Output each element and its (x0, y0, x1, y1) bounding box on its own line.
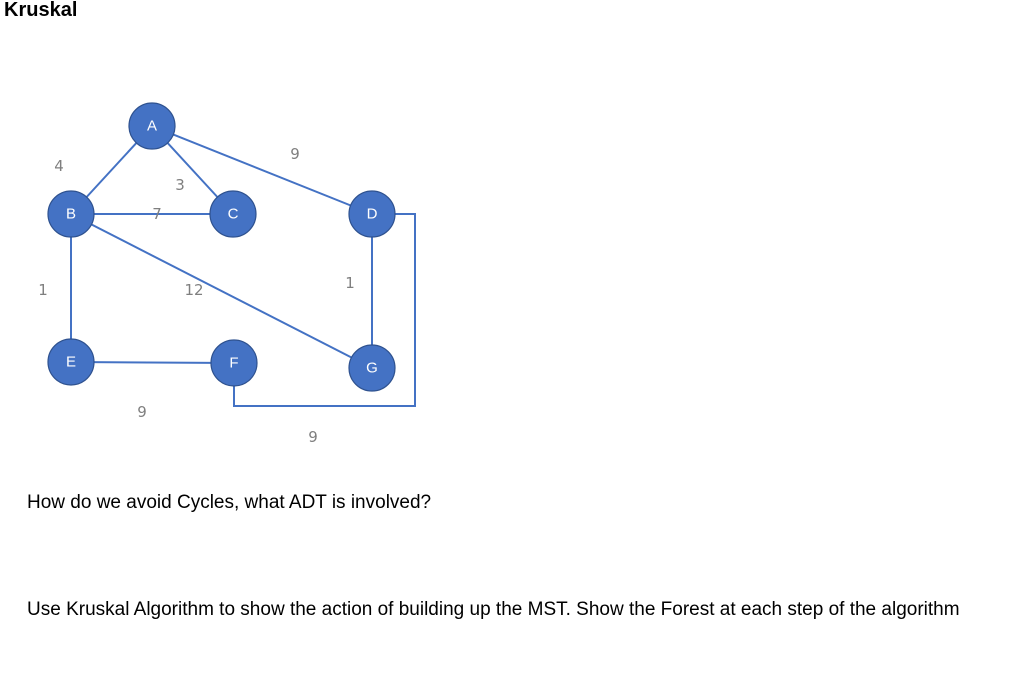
node-label: D (367, 206, 378, 223)
edge-d-f (233, 213, 416, 407)
graph-node-c: C (209, 190, 257, 238)
node-circle (348, 190, 396, 238)
edge-weight-a-d: 9 (290, 145, 300, 163)
page-title: Kruskal (4, 0, 78, 21)
node-circle (209, 190, 257, 238)
node-label: B (66, 206, 76, 223)
instruction-text: Use Kruskal Algorithm to show the action… (27, 599, 960, 620)
node-label: C (228, 206, 239, 223)
node-label: E (66, 354, 76, 371)
edge-weight-a-b: 4 (54, 157, 64, 175)
graph-node-g: G (348, 344, 396, 392)
edge-weight-e-f: 9 (137, 403, 147, 421)
graph-node-e: E (47, 338, 95, 386)
graph-diagram: 4 3 9 7 1 12 1 9 9 A B C D E F G (38, 102, 416, 446)
edge-a-d (151, 125, 373, 215)
graph-node-d: D (348, 190, 396, 238)
edge-weight-d-f: 9 (308, 428, 318, 446)
node-circle (47, 338, 95, 386)
edge-weight-d-g: 1 (345, 274, 355, 292)
edge-weight-b-c: 7 (152, 205, 162, 223)
node-label: G (366, 360, 378, 377)
node-label: A (147, 118, 157, 135)
node-circle (47, 190, 95, 238)
edge-weight-b-g: 12 (184, 281, 203, 299)
edge-e-f (70, 361, 235, 364)
question-text: How do we avoid Cycles, what ADT is invo… (27, 492, 432, 513)
graph-node-f: F (210, 339, 258, 387)
node-circle (210, 339, 258, 387)
node-circle (128, 102, 176, 150)
edge-b-g (70, 213, 373, 369)
graph-node-b: B (47, 190, 95, 238)
graph-node-a: A (128, 102, 176, 150)
edge-weight-a-c: 3 (175, 176, 185, 194)
edge-weight-b-e: 1 (38, 281, 48, 299)
node-label: F (229, 355, 238, 372)
node-circle (348, 344, 396, 392)
